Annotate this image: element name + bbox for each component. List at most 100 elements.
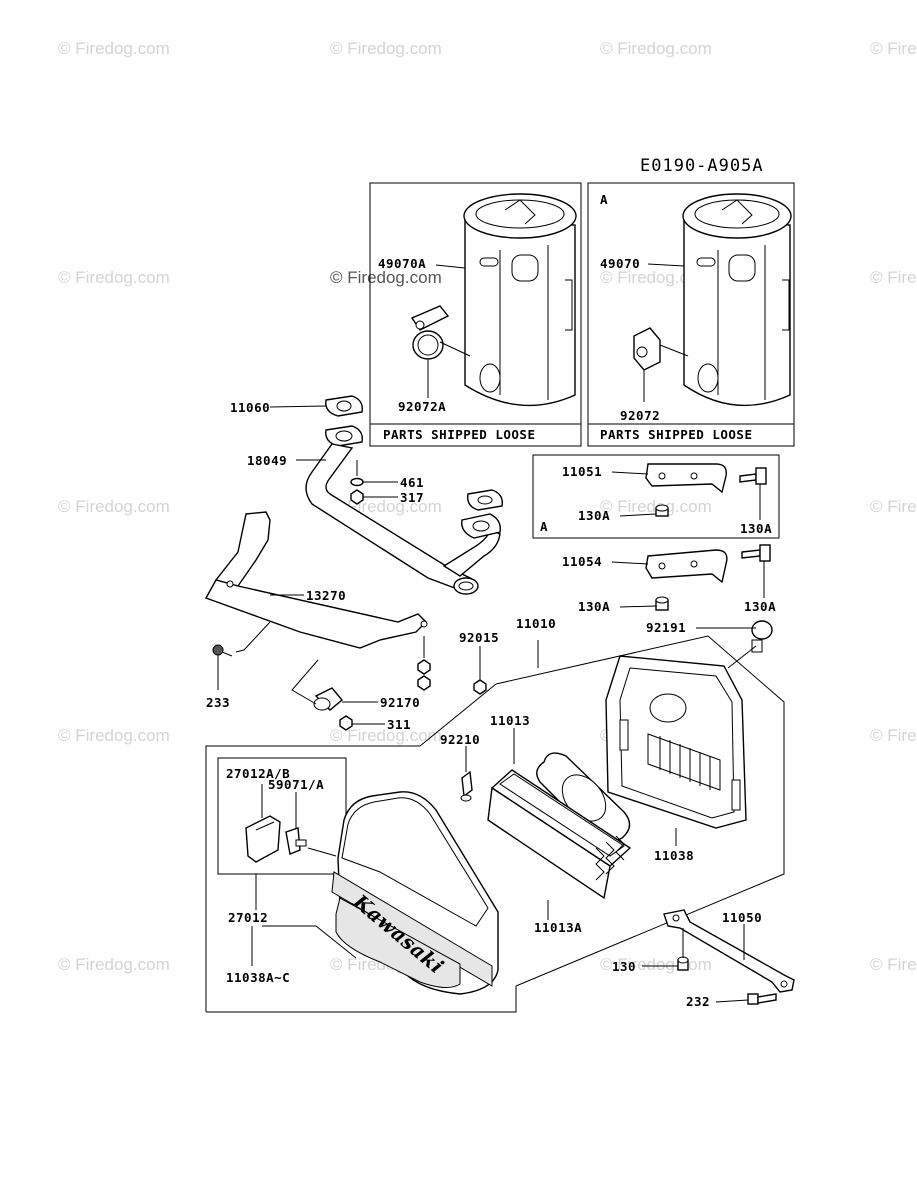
label-18049: 18049 xyxy=(247,453,287,468)
label-11060: 11060 xyxy=(230,400,270,415)
bolt-232 xyxy=(747,993,777,1005)
label-11054: 11054 xyxy=(562,554,602,569)
inset-marker-a: A xyxy=(600,192,608,207)
nut-317 xyxy=(350,489,364,505)
label-92072: 92072 xyxy=(620,408,660,423)
stay-11050-group: 11050 130 232 xyxy=(612,909,795,1009)
watermark: © Firedog.com xyxy=(58,497,170,516)
label-92210: 92210 xyxy=(440,732,480,747)
label-49070A: 49070A xyxy=(378,256,426,271)
leader xyxy=(715,999,749,1003)
label-11050: 11050 xyxy=(722,910,762,925)
grommet-92191 xyxy=(727,620,773,669)
label-317: 317 xyxy=(400,490,424,505)
leader xyxy=(307,847,337,857)
leader xyxy=(659,344,689,357)
inset-frame xyxy=(532,454,780,539)
nut-130A xyxy=(655,596,669,611)
shipped-loose-note: PARTS SHIPPED LOOSE xyxy=(383,427,536,442)
label-233: 233 xyxy=(206,695,230,710)
label-11051: 11051 xyxy=(562,464,602,479)
watermark: © Firedog.com xyxy=(330,268,442,287)
assembly-outline xyxy=(495,635,785,987)
leader xyxy=(435,264,466,269)
label-92015: 92015 xyxy=(459,630,499,645)
bracket-11054-group: 11054 130A 130A xyxy=(562,544,776,614)
filter-element-11013A xyxy=(487,769,632,900)
bolt-233 xyxy=(212,644,233,657)
base-fins xyxy=(659,736,711,790)
air-cleaner-cover: Kawasaki xyxy=(331,791,499,995)
label-27012AB: 27012A/B xyxy=(226,766,290,781)
label-11013: 11013 xyxy=(490,713,530,728)
label-130A: 130A xyxy=(744,599,776,614)
cover-assembly: Kawasaki 27012A/B 59071/A 27012 11038A~C xyxy=(217,757,499,995)
label-130A: 130A xyxy=(578,599,610,614)
label-59071A: 59071/A xyxy=(268,777,324,792)
bracket-11051 xyxy=(645,463,727,494)
label-92170: 92170 xyxy=(380,695,420,710)
watermark: © Firedog.com xyxy=(870,497,917,516)
bracket-13270 xyxy=(204,511,428,649)
muffler-49070A xyxy=(463,193,577,407)
label-11010: 11010 xyxy=(516,616,556,631)
knob-27012AB xyxy=(245,815,281,863)
label-11038AC: 11038A~C xyxy=(226,970,290,985)
watermark: © Firedog.com xyxy=(330,726,442,745)
watermark: © Firedog.com xyxy=(58,268,170,287)
nut-92015 xyxy=(473,679,487,695)
clip-59071A xyxy=(285,827,307,855)
leader xyxy=(611,561,649,565)
clamp-92072 xyxy=(633,327,661,371)
bolt-130A xyxy=(741,544,771,562)
leader xyxy=(611,471,649,475)
air-cleaner-base-11038 xyxy=(605,655,747,829)
bolt-130A xyxy=(739,467,767,485)
label-130: 130 xyxy=(612,959,636,974)
exhaust-assembly: 11060 18049 461 317 13270 233 92170 311 xyxy=(204,395,503,732)
nut-311 xyxy=(339,715,353,731)
leader xyxy=(647,263,685,267)
label-11013A: 11013A xyxy=(534,920,582,935)
watermark: © Firedog.com xyxy=(600,497,712,516)
diagram-code: E0190-A905A xyxy=(640,156,764,176)
leader xyxy=(269,405,327,408)
exhaust-pipe-18049 xyxy=(305,443,501,595)
air-cleaner-assembly: 92015 11010 92191 11013 92210 11038 1101… xyxy=(205,616,785,1013)
stay-11050 xyxy=(663,909,795,993)
filter-pleats xyxy=(595,835,625,881)
label-27012: 27012 xyxy=(228,910,268,925)
inset-bracket-11051: A 11051 130A 130A xyxy=(532,454,780,539)
label-461: 461 xyxy=(400,475,424,490)
label-49070: 49070 xyxy=(600,256,640,271)
bracket-nuts xyxy=(417,636,431,691)
clamp-92170 xyxy=(313,687,343,711)
inset-muffler-49070: A 49070 92072 PARTS SHIPPED LOOSE xyxy=(587,182,795,447)
washer-461 xyxy=(350,477,364,487)
clip-92210 xyxy=(460,770,473,802)
inset-frame xyxy=(587,182,795,447)
pre-cleaner-11013 xyxy=(536,752,631,843)
exhaust-flange xyxy=(325,425,363,447)
label-232: 232 xyxy=(686,994,710,1009)
leader xyxy=(619,605,657,608)
leader xyxy=(619,513,657,517)
watermark: © Firedog.com xyxy=(600,39,712,58)
label-130A: 130A xyxy=(740,521,772,536)
watermark: © Firedog.com xyxy=(58,39,170,58)
shipped-loose-note: PARTS SHIPPED LOOSE xyxy=(600,427,753,442)
watermark: © Firedog.com xyxy=(870,726,917,745)
watermark: © Firedog.com xyxy=(330,39,442,58)
nut-130 xyxy=(677,956,689,971)
label-92072A: 92072A xyxy=(398,399,446,414)
bracket-11054 xyxy=(645,549,728,584)
label-130A: 130A xyxy=(578,508,610,523)
clamp-92072A xyxy=(410,305,450,360)
gasket-11060 xyxy=(325,395,363,417)
muffler-49070 xyxy=(682,193,792,407)
inset-frame xyxy=(369,182,582,447)
label-13270: 13270 xyxy=(306,588,346,603)
watermark: © Firedog.com xyxy=(58,726,170,745)
label-11038: 11038 xyxy=(654,848,694,863)
